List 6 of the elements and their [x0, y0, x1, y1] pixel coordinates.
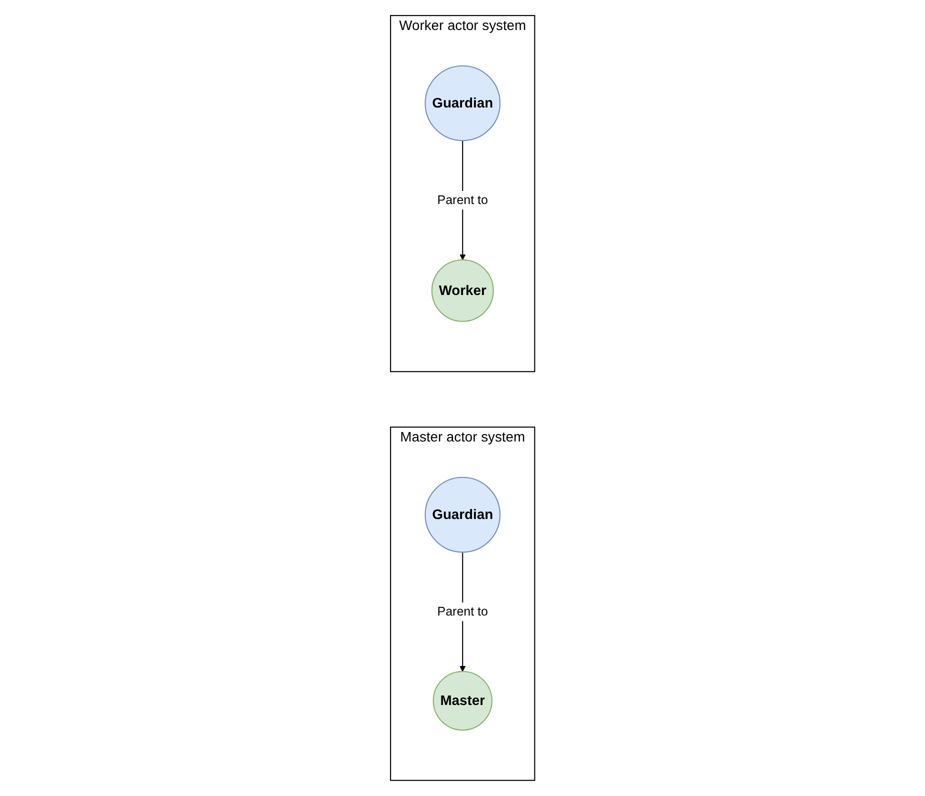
node-circle: Master	[432, 671, 492, 731]
edge-label: Parent to	[437, 193, 488, 207]
node-circle: Guardian	[424, 65, 500, 142]
edge-label: Parent to	[437, 604, 488, 618]
node-circle: Worker	[431, 259, 494, 322]
node-circle: Guardian	[424, 476, 500, 553]
